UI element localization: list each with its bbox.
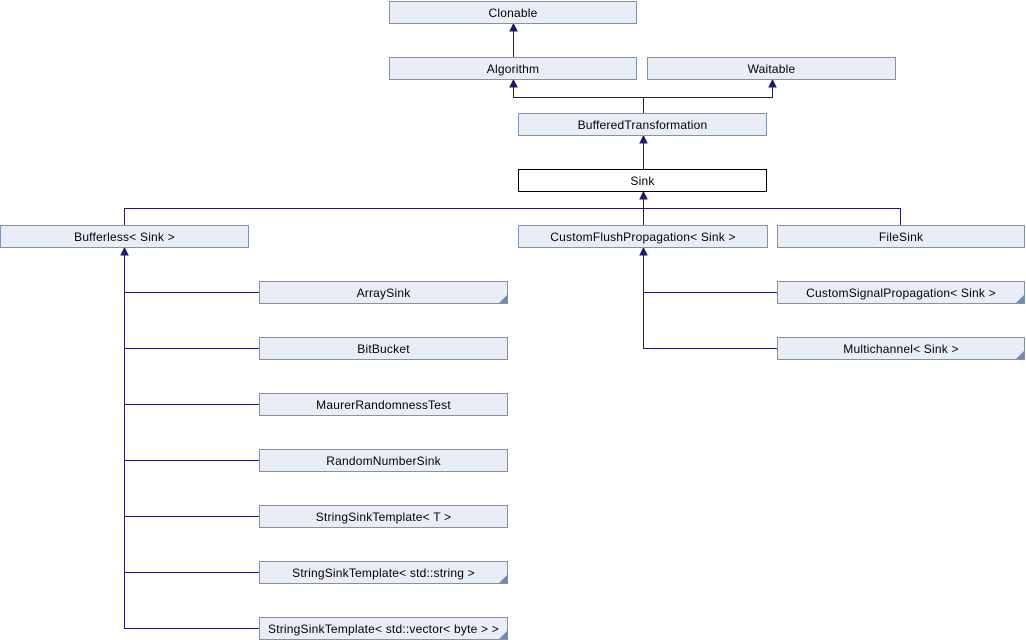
node-waitable-label: Waitable (747, 61, 796, 76)
node-maurerrandomnesstest-label: MaurerRandomnessTest (316, 397, 451, 412)
node-multichannel[interactable]: Multichannel< Sink > (777, 337, 1025, 360)
hidden-subclasses-corner-icon (1016, 295, 1024, 303)
node-arraysink-label: ArraySink (356, 285, 411, 300)
node-stringsinktemplate-t-label: StringSinkTemplate< T > (315, 509, 452, 524)
node-bufferedtransformation[interactable]: BufferedTransformation (518, 113, 767, 136)
node-customsignalpropagation-label: CustomSignalPropagation< Sink > (806, 285, 996, 300)
hidden-subclasses-corner-icon (1016, 351, 1024, 359)
node-stringsinktemplate-stdstring[interactable]: StringSinkTemplate< std::string > (259, 561, 508, 584)
node-randomnumbersink[interactable]: RandomNumberSink (259, 449, 508, 472)
node-maurerrandomnesstest[interactable]: MaurerRandomnessTest (259, 393, 508, 416)
edge-bufferedtransformation-to-algorithm-waitable (509, 78, 777, 113)
node-clonable-label: Clonable (488, 5, 538, 20)
node-randomnumbersink-label: RandomNumberSink (326, 453, 441, 468)
node-stringsinktemplate-t[interactable]: StringSinkTemplate< T > (259, 505, 508, 528)
node-waitable[interactable]: Waitable (647, 57, 896, 80)
edge-children-to-sink (124, 190, 901, 225)
node-bitbucket-label: BitBucket (357, 341, 410, 356)
node-bufferless[interactable]: Bufferless< Sink > (0, 225, 249, 248)
node-stringsinktemplate-stdvectorbyte-label: StringSinkTemplate< std::vector< byte > … (268, 621, 499, 636)
hidden-subclasses-corner-icon (499, 295, 507, 303)
node-arraysink[interactable]: ArraySink (259, 281, 508, 304)
node-filesink-label: FileSink (878, 229, 924, 244)
node-stringsinktemplate-stdvectorbyte[interactable]: StringSinkTemplate< std::vector< byte > … (259, 617, 508, 640)
node-multichannel-label: Multichannel< Sink > (843, 341, 959, 356)
edge-children-to-bufferless (120, 246, 259, 629)
node-bufferedtransformation-label: BufferedTransformation (577, 117, 708, 132)
node-filesink[interactable]: FileSink (777, 225, 1025, 248)
hidden-subclasses-corner-icon (499, 575, 507, 583)
hidden-subclasses-corner-icon (499, 631, 507, 639)
node-sink-label: Sink (630, 173, 655, 188)
node-customsignalpropagation[interactable]: CustomSignalPropagation< Sink > (777, 281, 1025, 304)
node-customflushpropagation[interactable]: CustomFlushPropagation< Sink > (518, 225, 768, 248)
edge-children-to-customflushpropagation (639, 246, 777, 349)
node-bitbucket[interactable]: BitBucket (259, 337, 508, 360)
node-clonable[interactable]: Clonable (389, 1, 637, 24)
node-stringsinktemplate-stdstring-label: StringSinkTemplate< std::string > (292, 565, 475, 580)
edge-algorithm-to-clonable (509, 22, 518, 57)
node-algorithm-label: Algorithm (486, 61, 540, 76)
node-algorithm[interactable]: Algorithm (389, 57, 637, 80)
node-customflushpropagation-label: CustomFlushPropagation< Sink > (550, 229, 736, 244)
node-sink: Sink (518, 169, 767, 192)
node-bufferless-label: Bufferless< Sink > (74, 229, 175, 244)
edge-sink-to-bufferedtransformation (639, 134, 648, 169)
